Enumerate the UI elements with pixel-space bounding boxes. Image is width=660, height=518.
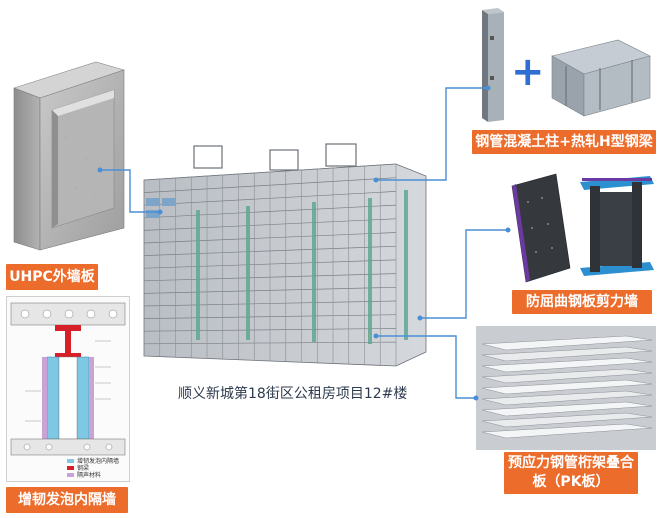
connector-steel: [376, 87, 488, 181]
shear-wall-image: [508, 172, 656, 286]
building-caption: 顺义新城第18街区公租房项目12#楼: [178, 386, 408, 402]
pk-slab-label-line2: 板（PK板）: [532, 474, 610, 490]
partition-detail-drawing: 增韧发泡内隔墙 钢梁 隔声材料: [6, 296, 130, 482]
uhpc-wall-image: [6, 58, 128, 254]
connector-uhpc: [100, 169, 160, 213]
legend-text-beam: 钢梁: [77, 464, 89, 472]
pk-slab-label: 预应力钢管桁架叠合 板（PK板）: [504, 452, 638, 494]
connector-shear: [420, 229, 508, 319]
partition-legend: 增韧发泡内隔墙 钢梁 隔声材料: [67, 457, 119, 479]
uhpc-label: UHPC外墙板: [6, 264, 98, 290]
pk-slab-image: [476, 326, 656, 450]
connector-pk: [376, 335, 476, 399]
partition-label: 增韧发泡内隔墙: [6, 487, 128, 513]
building-model: [136, 140, 436, 372]
legend-text-partition: 增韧发泡内隔墙: [77, 457, 119, 465]
steel-column-image: [472, 6, 512, 128]
legend-text-acoustic: 隔声材料: [77, 471, 101, 479]
steel-beam-label: 钢管混凝土柱+热轧H型钢梁: [472, 130, 656, 154]
shear-wall-label: 防屈曲钢板剪力墙: [512, 290, 652, 314]
plus-icon: +: [511, 49, 545, 95]
h-beam-image: [548, 36, 654, 118]
pk-slab-label-line1: 预应力钢管桁架叠合: [508, 455, 634, 472]
